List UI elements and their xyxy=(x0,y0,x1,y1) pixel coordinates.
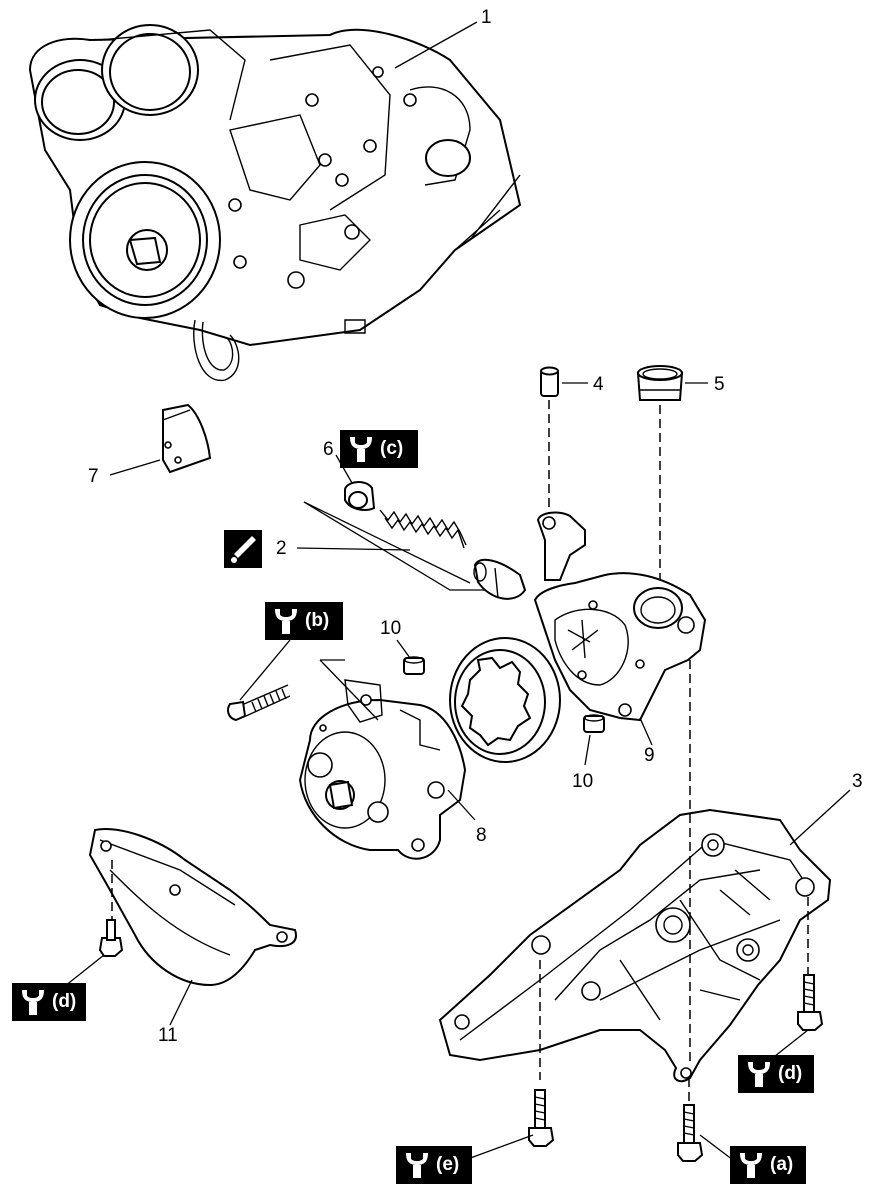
seal-5 xyxy=(636,365,684,401)
pump-cover-8 xyxy=(298,679,467,860)
wrench-icon xyxy=(275,609,297,634)
relief-valve-2 xyxy=(379,509,527,600)
callout-10-upper: 10 xyxy=(380,618,402,639)
callout-5: 5 xyxy=(714,374,725,395)
torque-label-d-right: (d) xyxy=(778,1063,803,1084)
pin-4 xyxy=(540,366,559,397)
wrench-icon xyxy=(22,990,44,1015)
bolt-b xyxy=(227,684,291,722)
cover-11 xyxy=(88,828,297,987)
dowel-10-upper xyxy=(403,656,425,675)
torque-label-c: (c) xyxy=(380,438,404,459)
torque-label-b: (b) xyxy=(305,610,330,631)
plug-6 xyxy=(344,481,376,511)
wrench-icon xyxy=(350,437,372,462)
torque-badge-e: (e) xyxy=(396,1146,472,1184)
bolt-e xyxy=(528,1089,555,1147)
wrench-icon xyxy=(406,1153,428,1178)
wrench-icon xyxy=(748,1062,770,1087)
torque-badge-d-left: (d) xyxy=(12,983,86,1021)
torque-badge-b: (b) xyxy=(265,602,343,640)
callout-3: 3 xyxy=(852,771,863,792)
oil-can-icon xyxy=(231,536,256,563)
bolt-d-left xyxy=(98,919,124,957)
callout-10-lower: 10 xyxy=(572,771,594,792)
dowel-10-lower xyxy=(583,714,605,733)
callout-1: 1 xyxy=(481,7,492,28)
bolt-a xyxy=(677,1104,704,1162)
bolt-d-right xyxy=(797,974,824,1031)
callout-11: 11 xyxy=(158,1025,178,1046)
torque-badge-c: (c) xyxy=(340,430,418,468)
callout-9: 9 xyxy=(644,745,655,766)
callout-8: 8 xyxy=(476,825,487,846)
lubricant-badge xyxy=(224,530,262,568)
baffle-plate-3 xyxy=(438,808,832,1083)
bracket-7 xyxy=(162,403,212,474)
torque-label-d-left: (d) xyxy=(52,991,77,1012)
wrench-icon xyxy=(740,1153,762,1178)
torque-label-e: (e) xyxy=(436,1154,460,1175)
callout-2: 2 xyxy=(276,538,287,559)
torque-badge-d-right: (d) xyxy=(738,1055,814,1093)
rotor-gear xyxy=(449,637,561,763)
pump-housing-9 xyxy=(533,511,707,722)
callout-6: 6 xyxy=(323,439,334,460)
torque-label-a: (a) xyxy=(770,1154,794,1175)
engine-block xyxy=(28,24,522,381)
callout-4: 4 xyxy=(593,374,604,395)
callout-7: 7 xyxy=(88,466,99,487)
torque-badge-a: (a) xyxy=(730,1146,806,1184)
